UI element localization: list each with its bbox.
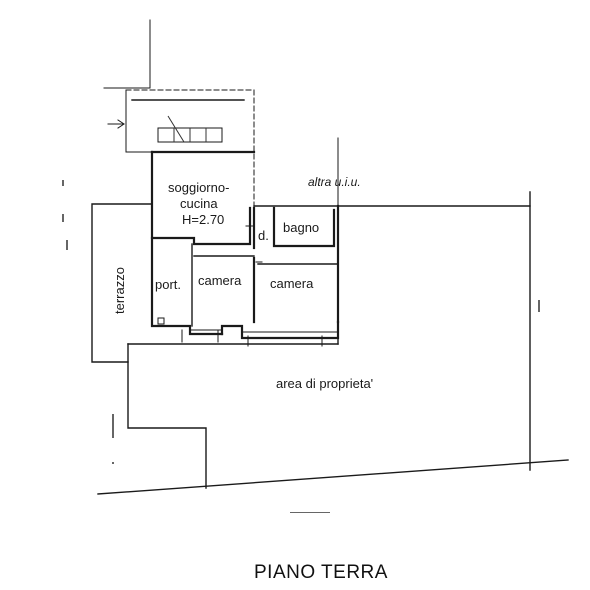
label-camera-right: camera [270, 276, 314, 291]
label-disimpegno: d. [258, 228, 269, 243]
label-altra-uiu: altra u.i.u. [308, 175, 361, 189]
property-area-outline [97, 337, 569, 495]
neighbour-boundary [103, 19, 151, 89]
label-camera-left: camera [198, 273, 242, 288]
label-soggiorno-line1: soggiorno- [168, 180, 229, 195]
scan-specks [62, 180, 540, 513]
room-labels: soggiorno- cucina H=2.70 d. bagno camera… [112, 175, 373, 391]
dwelling-walls [150, 150, 340, 347]
plan-title: PIANO TERRA [254, 562, 388, 583]
label-area: area di proprieta' [276, 376, 373, 391]
entrance-landing [107, 89, 255, 209]
label-bagno: bagno [283, 220, 319, 235]
other-unit-boundary [253, 137, 531, 471]
terrazzo-outline [91, 203, 153, 363]
label-terrazzo: terrazzo [112, 267, 127, 314]
label-soggiorno-height: H=2.70 [182, 212, 224, 227]
label-soggiorno-line2: cucina [180, 196, 218, 211]
label-portico: port. [155, 277, 181, 292]
